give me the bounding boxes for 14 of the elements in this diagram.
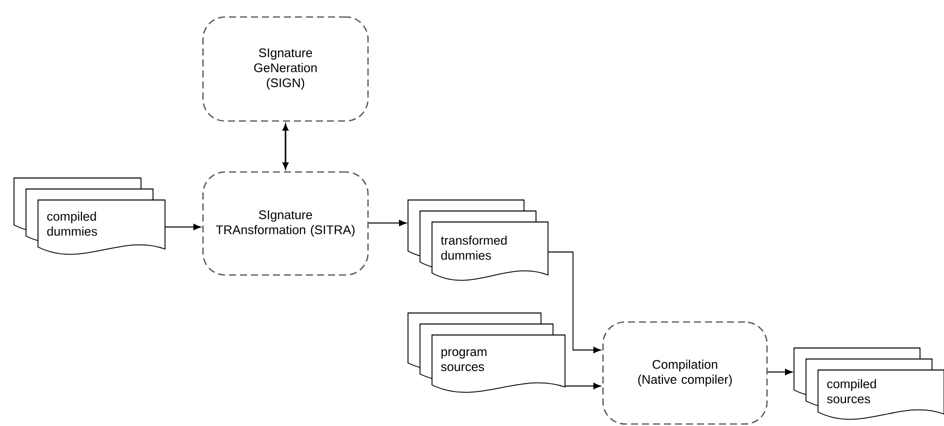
document-stack: transformed dummies bbox=[408, 200, 548, 281]
arrow bbox=[282, 124, 288, 170]
arrow bbox=[564, 382, 602, 390]
arrow bbox=[767, 368, 793, 376]
process-box: SIgnature TRAnsformation (SITRA) bbox=[202, 171, 369, 276]
arrow bbox=[548, 252, 602, 354]
process-box: Compilation (Native compiler) bbox=[602, 321, 768, 425]
document-stack: compiled dummies bbox=[14, 178, 166, 255]
arrow bbox=[164, 224, 201, 230]
arrow bbox=[368, 220, 407, 226]
node-label: compiled sources bbox=[827, 379, 876, 404]
document-stack: compiled sources bbox=[794, 348, 944, 420]
document-stack: program sources bbox=[408, 312, 566, 393]
process-box: SIgnature GeNeration (SIGN) bbox=[202, 16, 369, 122]
